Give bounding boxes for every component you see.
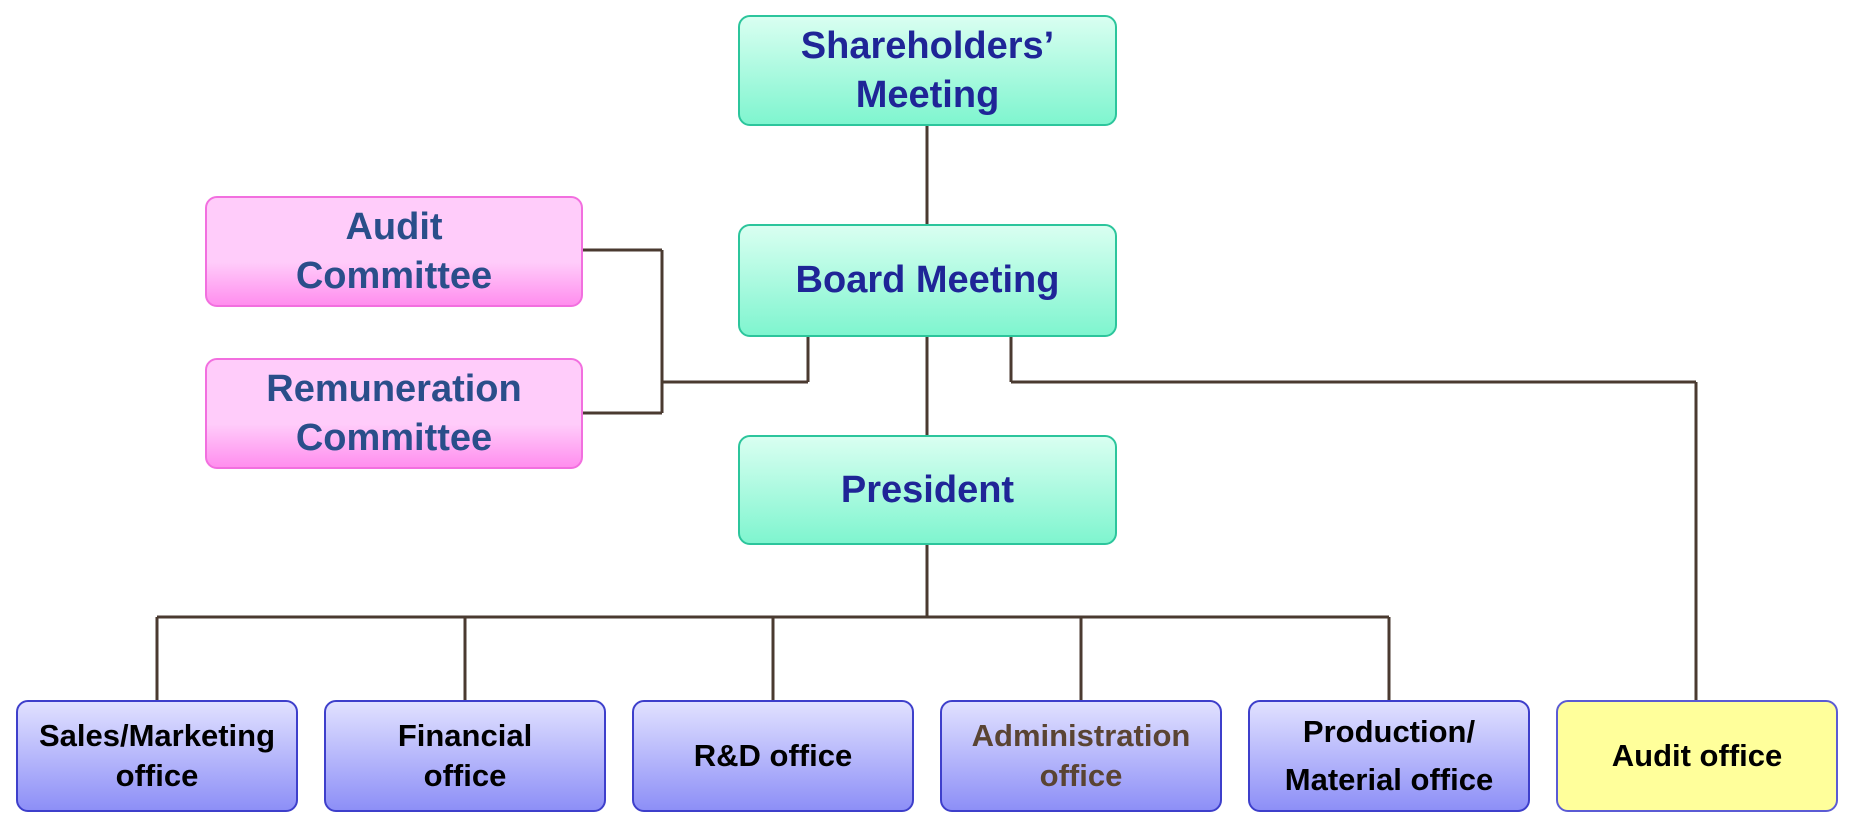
board-meeting-label: Board Meeting: [795, 259, 1060, 301]
production-material-line2: Material office: [1284, 762, 1494, 797]
president-label: President: [840, 468, 1015, 511]
financial-line2: office: [423, 758, 507, 793]
administration-line1: Administration: [971, 718, 1191, 753]
board-meeting-box: Board Meeting: [738, 224, 1117, 337]
audit-committee-line1: Audit: [345, 205, 443, 248]
shareholders-meeting-line1: Shareholders’: [800, 24, 1055, 67]
financial-line1: Financial: [397, 718, 533, 753]
financial-office-box: Financial office: [324, 700, 606, 812]
remuneration-committee-line1: Remuneration: [266, 367, 522, 410]
sales-marketing-office-box: Sales/Marketing office: [16, 700, 298, 812]
rd-office-box: R&D office: [632, 700, 914, 812]
production-material-line1: Production/: [1302, 714, 1476, 749]
remuneration-committee-line2: Committee: [295, 416, 493, 459]
shareholders-meeting-line2: Meeting: [855, 73, 1000, 116]
sales-marketing-line2: office: [115, 758, 199, 793]
administration-office-box: Administration office: [940, 700, 1222, 812]
remuneration-committee-box: Remuneration Committee: [205, 358, 583, 469]
audit-office-label: Audit office: [1611, 738, 1783, 773]
audit-committee-box: Audit Committee: [205, 196, 583, 307]
administration-line2: office: [1039, 758, 1123, 793]
president-box: President: [738, 435, 1117, 545]
sales-marketing-line1: Sales/Marketing: [38, 718, 276, 753]
audit-committee-line2: Committee: [295, 254, 493, 297]
production-material-office-box: Production/ Material office: [1248, 700, 1530, 812]
shareholders-meeting-box: Shareholders’ Meeting: [738, 15, 1117, 126]
audit-office-box: Audit office: [1556, 700, 1838, 812]
rd-office-label: R&D office: [693, 738, 853, 773]
